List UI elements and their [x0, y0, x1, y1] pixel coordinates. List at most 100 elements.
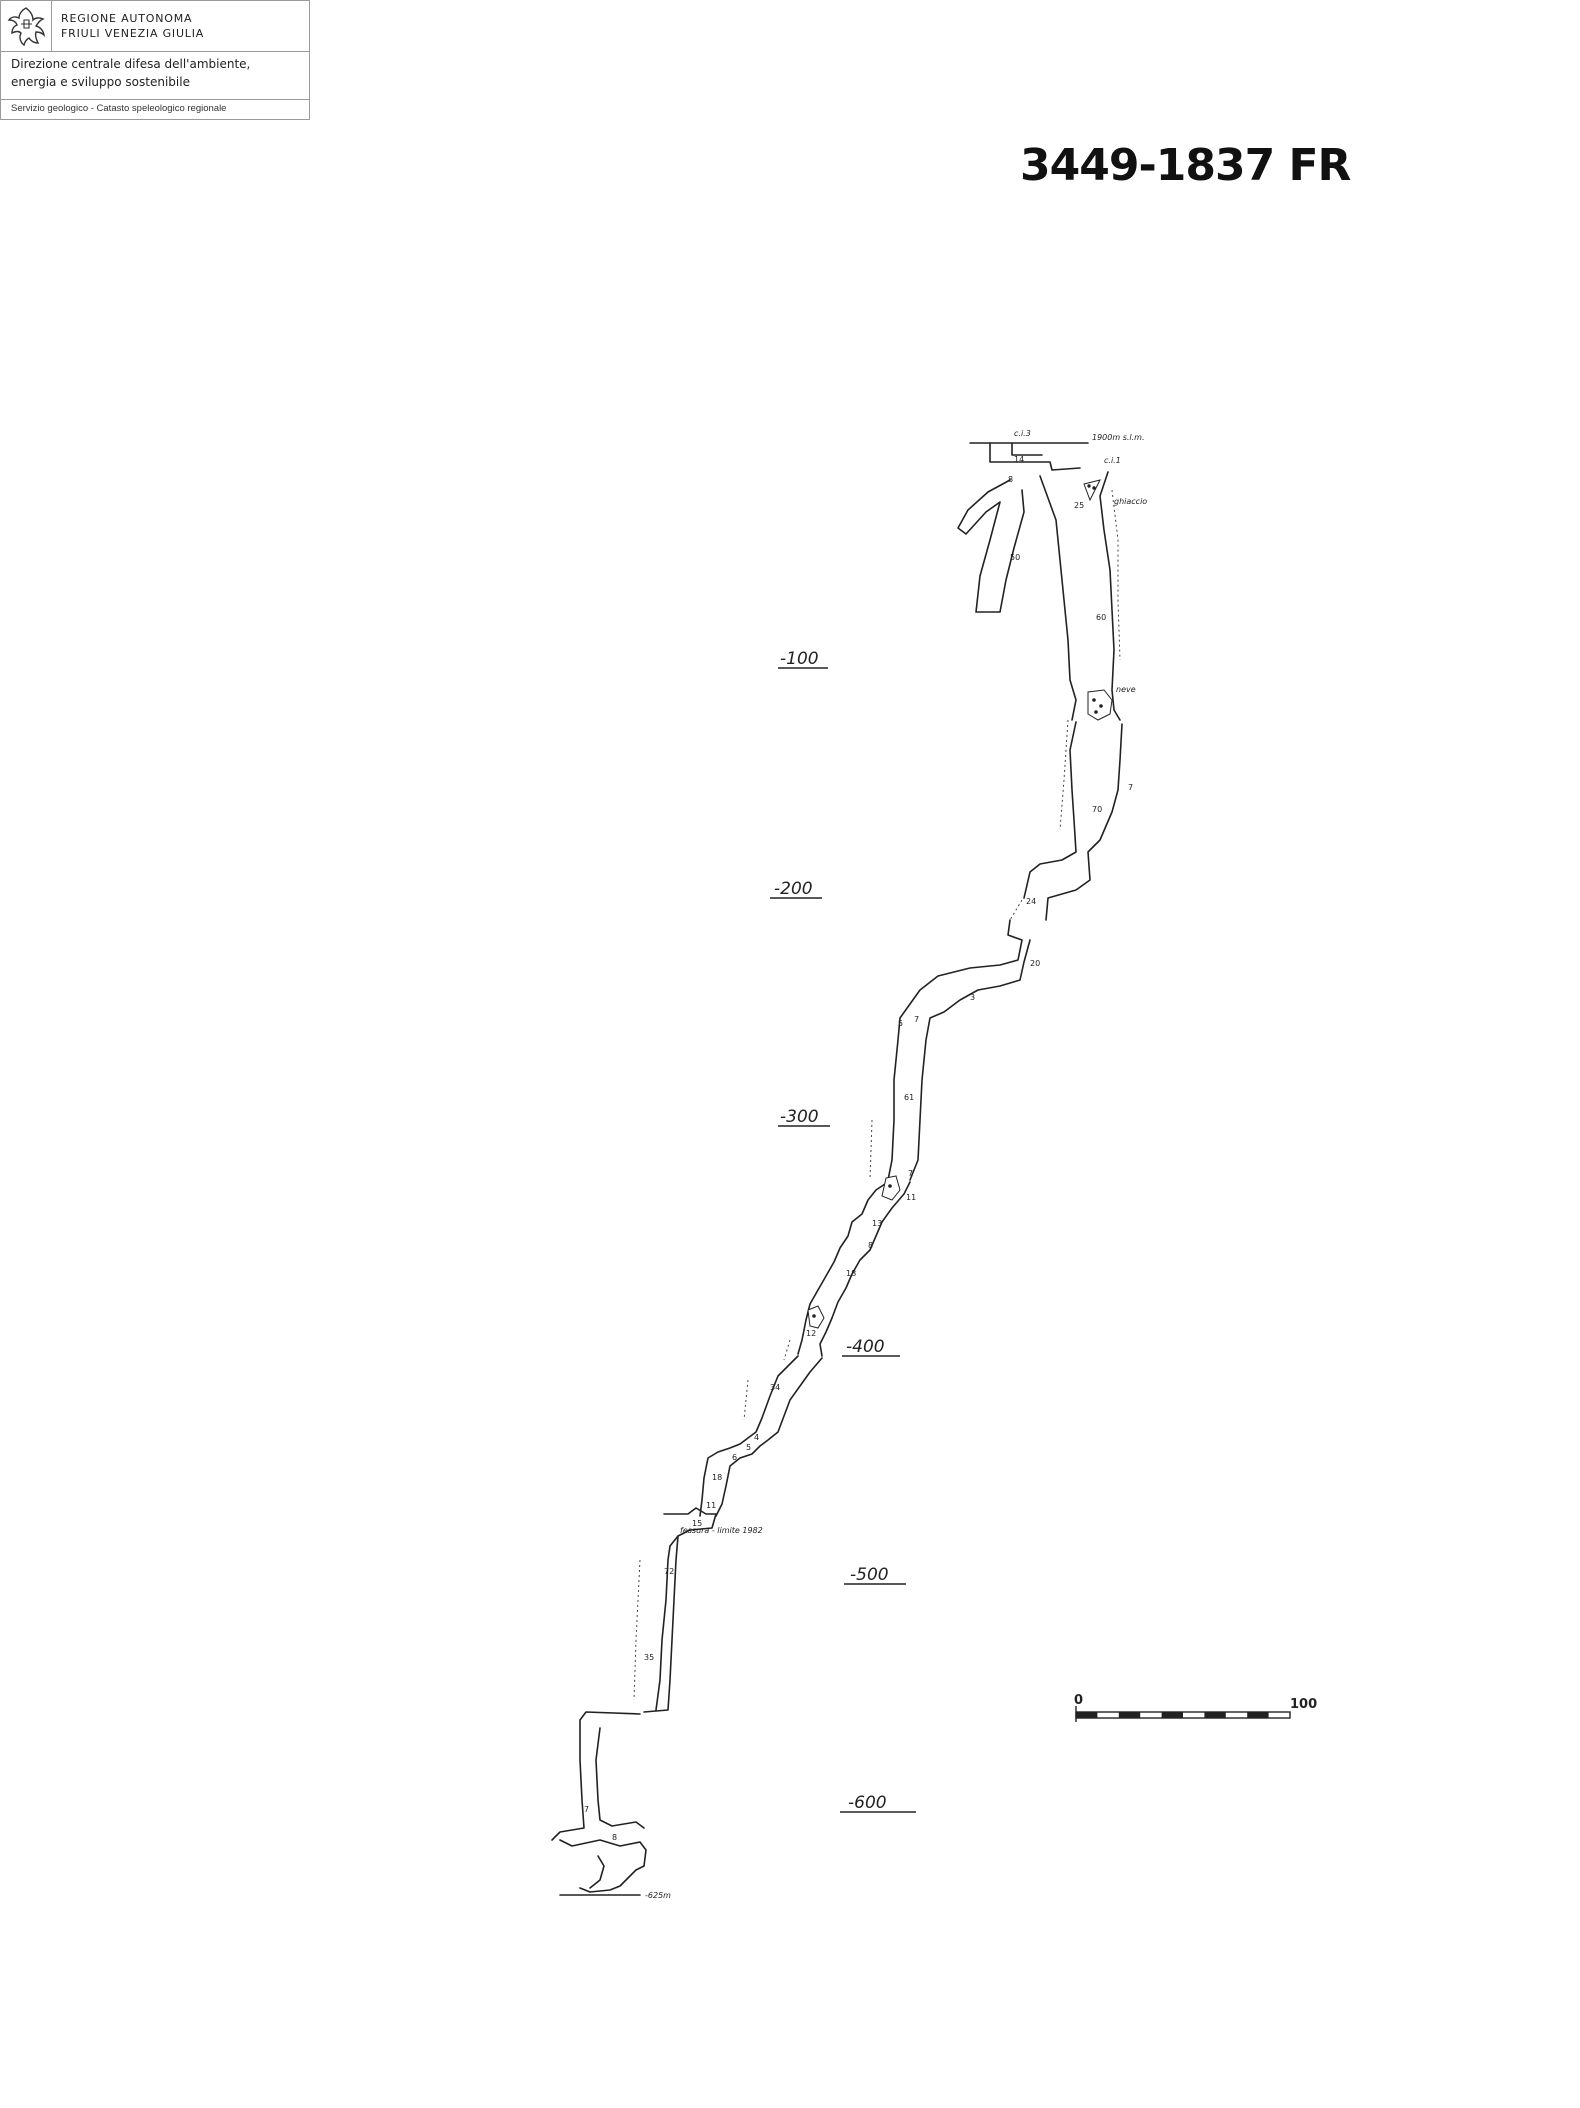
ice-deposit [1083, 479, 1101, 502]
segment-depth-label: 15 [692, 1519, 702, 1528]
entrance-shaft-right [1011, 442, 1043, 456]
region-name-line1: REGIONE AUTONOMA [61, 12, 193, 25]
depth-mark-100: -100 [780, 649, 819, 669]
segment-depth-label: 4 [754, 1433, 759, 1442]
segment-depth-label: 5 [746, 1443, 751, 1452]
segment-depth-label: 11 [706, 1501, 716, 1510]
bottom-chamber-right [589, 1855, 605, 1889]
wall-dotted-3 [1009, 899, 1023, 921]
wall-dotted-7 [633, 1559, 641, 1701]
snow-dot-2 [1099, 704, 1103, 708]
segment-depth-label: 20 [1030, 959, 1040, 968]
segment-depth-label: 14 [1014, 455, 1024, 464]
passage-34-right [715, 1357, 823, 1517]
segment-depth-label: 6 [732, 1453, 737, 1462]
segment-depth-label: 8 [612, 1833, 617, 1842]
segment-depth-label: 7 [914, 1015, 919, 1024]
scale-segment-9 [1247, 1712, 1269, 1718]
side-branch-50 [957, 479, 1025, 613]
segment-depth-label: 50 [1010, 553, 1020, 562]
segment-depth-label: 72 [664, 1567, 674, 1576]
shaft-35-right [595, 1727, 645, 1829]
depth-mark-300: -300 [780, 1107, 819, 1127]
entrance-label: c.i.3 [1014, 429, 1031, 438]
entrance2-label: c.i.1 [1104, 456, 1121, 465]
service-name: Servizio geologico - Catasto speleologic… [11, 103, 227, 114]
scale-segment-3 [1118, 1712, 1141, 1718]
segment-depth-label: 7 [1128, 783, 1133, 792]
eagle-emblem-icon [7, 7, 45, 47]
depth-mark-400: -400 [846, 1337, 885, 1357]
main-shaft-left [1039, 475, 1077, 721]
directorate-row: Direzione centrale difesa dell'ambiente,… [1, 51, 309, 100]
snow-dot-3 [1094, 710, 1098, 714]
elevation-label: 1900m s.l.m. [1092, 433, 1145, 442]
segment-depth-label: 8 [1008, 475, 1013, 484]
ice-label: ghiaccio [1114, 497, 1147, 506]
segment-depth-label: 7 [908, 1169, 913, 1178]
snow-dot-1 [1092, 698, 1096, 702]
depth-mark-200: -200 [774, 879, 813, 899]
shaft-70-right [1045, 723, 1123, 921]
scale-start-label: 0 [1074, 1693, 1083, 1708]
boulder-dot-2 [812, 1314, 816, 1318]
fissure-note: fessura - limite 1982 [680, 1526, 763, 1535]
passage-61-to-12 [797, 1181, 889, 1355]
segment-depth-label: 34 [770, 1383, 780, 1392]
boulder-deposit-1 [881, 1175, 901, 1201]
bottom-depth-label: -625m [645, 1891, 671, 1900]
segment-depth-label: 25 [1074, 501, 1084, 510]
wall-dotted-2 [1059, 719, 1069, 831]
directorate-line1: Direzione centrale difesa dell'ambiente, [11, 57, 251, 71]
depth-mark-600: -600 [848, 1793, 887, 1813]
snow-label: neve [1116, 685, 1136, 694]
depth-mark-500: -500 [850, 1565, 889, 1585]
shaft-70-left [1023, 721, 1077, 899]
wall-dotted-5 [783, 1339, 791, 1361]
header-divider [51, 1, 52, 51]
segment-depth-label: 8 [868, 1241, 873, 1250]
scale-bar: 0 100 [1074, 1693, 1317, 1722]
entrance-shaft-left [989, 442, 1081, 471]
shaft-35 [551, 1711, 641, 1841]
segment-depth-label: 13 [872, 1219, 882, 1228]
fissure-1982 [655, 1507, 717, 1711]
segment-depth-label: 7 [584, 1805, 589, 1814]
institution-header: REGIONE AUTONOMA FRIULI VENEZIA GIULIA D… [0, 0, 310, 120]
ice-dot-2 [1092, 486, 1096, 490]
segment-depth-label: 12 [806, 1329, 816, 1338]
segment-depth-label: 60 [1096, 613, 1106, 622]
ice-dot-1 [1087, 484, 1091, 488]
boulder-dot-1 [888, 1184, 892, 1188]
cave-identifier: 3449-1837 FR [1020, 140, 1351, 191]
segment-depth-label: 11 [906, 1193, 916, 1202]
wall-dotted-1 [1111, 489, 1121, 661]
scale-end-label: 100 [1290, 1697, 1317, 1712]
bottom-chamber [559, 1839, 647, 1893]
segment-depth-label: 61 [904, 1093, 914, 1102]
passage-34 [699, 1355, 799, 1517]
passage-20 [887, 919, 1023, 1181]
region-row: REGIONE AUTONOMA FRIULI VENEZIA GIULIA [1, 1, 309, 52]
segment-depth-label: 35 [644, 1653, 654, 1662]
wall-dotted-4 [869, 1119, 873, 1181]
passage-61-to-12-right [819, 1181, 911, 1357]
passage-20-right [909, 939, 1031, 1181]
segment-depth-label: 18 [846, 1269, 856, 1278]
main-shaft-right [1099, 471, 1121, 721]
scale-segment-7 [1204, 1712, 1226, 1718]
segment-depth-label: 24 [1026, 897, 1036, 906]
scale-segment-1 [1076, 1712, 1098, 1718]
scale-segment-5 [1161, 1712, 1183, 1718]
segment-depth-label: 18 [712, 1473, 722, 1482]
shaft-72-right [643, 1535, 679, 1713]
segment-depth-label: 3 [970, 993, 975, 1002]
segment-depth-labels: 1482550607702420375617111381812344561811… [584, 455, 1133, 1842]
region-name-line2: FRIULI VENEZIA GIULIA [61, 27, 205, 40]
wall-dotted-6 [743, 1379, 749, 1421]
segment-depth-label: 5 [898, 1019, 903, 1028]
boulder-deposit-2 [807, 1305, 825, 1329]
segment-depth-label: 70 [1092, 805, 1102, 814]
directorate-line2: energia e sviluppo sostenibile [11, 75, 190, 89]
